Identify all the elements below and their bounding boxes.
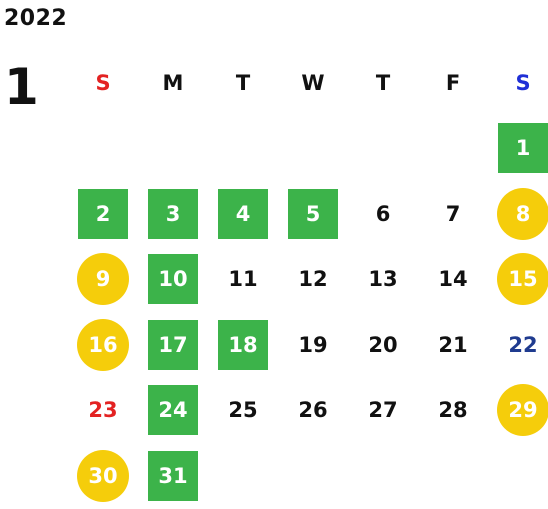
- day-number: 1: [498, 123, 548, 174]
- day-cell[interactable]: 24: [138, 378, 208, 444]
- weekday-header-mon: M: [162, 70, 184, 95]
- day-cell[interactable]: 2: [68, 181, 138, 247]
- day-number: 6: [375, 201, 391, 226]
- empty-cell: [208, 116, 278, 182]
- weekday-header-sun: S: [95, 70, 111, 95]
- day-number: 26: [298, 398, 328, 423]
- day-number: 8: [497, 187, 548, 240]
- weekday-header-sat: S: [515, 70, 531, 95]
- empty-cell: [138, 116, 208, 182]
- day-number: 14: [438, 267, 468, 292]
- day-cell[interactable]: 6: [348, 181, 418, 247]
- day-cell[interactable]: 28: [418, 378, 488, 444]
- day-number: 23: [88, 398, 118, 423]
- day-cell[interactable]: 3: [138, 181, 208, 247]
- day-number: 10: [148, 254, 198, 305]
- day-number: 11: [228, 267, 258, 292]
- day-number: 24: [148, 385, 198, 436]
- day-cell[interactable]: 14: [418, 247, 488, 313]
- day-number: 29: [497, 384, 548, 437]
- day-number: 5: [288, 188, 338, 239]
- day-cell[interactable]: 17: [138, 312, 208, 378]
- day-cell[interactable]: 13: [348, 247, 418, 313]
- empty-cell: [348, 116, 418, 182]
- weekday-header-fri: F: [445, 70, 461, 95]
- day-number: 30: [77, 449, 129, 502]
- day-cell[interactable]: 8: [488, 181, 548, 247]
- empty-cell: [68, 116, 138, 182]
- day-number: 17: [148, 319, 198, 370]
- day-number: 12: [298, 267, 328, 292]
- day-number: 3: [148, 188, 198, 239]
- year-label: 2022: [4, 6, 68, 31]
- day-cell[interactable]: 31: [138, 443, 208, 509]
- day-number: 27: [368, 398, 398, 423]
- day-cell[interactable]: 25: [208, 378, 278, 444]
- day-cell[interactable]: 18: [208, 312, 278, 378]
- day-number: 16: [77, 318, 129, 371]
- weekday-header-thu: T: [375, 70, 391, 95]
- day-number: 21: [438, 332, 468, 357]
- day-cell[interactable]: 9: [68, 247, 138, 313]
- day-cell[interactable]: 5: [278, 181, 348, 247]
- empty-cell: [418, 116, 488, 182]
- day-cell[interactable]: 30: [68, 443, 138, 509]
- day-cell[interactable]: 11: [208, 247, 278, 313]
- day-number: 9: [77, 253, 129, 306]
- day-number: 2: [78, 188, 128, 239]
- day-number: 7: [445, 201, 461, 226]
- weekday-header-tue: T: [235, 70, 251, 95]
- day-cell[interactable]: 19: [278, 312, 348, 378]
- day-cell[interactable]: 21: [418, 312, 488, 378]
- day-cell[interactable]: 23: [68, 378, 138, 444]
- day-cell[interactable]: 16: [68, 312, 138, 378]
- day-number: 22: [508, 332, 538, 357]
- day-number: 18: [218, 319, 268, 370]
- weekday-header-wed: W: [301, 70, 325, 95]
- day-number: 13: [368, 267, 398, 292]
- day-number: 25: [228, 398, 258, 423]
- day-cell[interactable]: 26: [278, 378, 348, 444]
- day-cell[interactable]: 4: [208, 181, 278, 247]
- day-cell[interactable]: 1: [488, 116, 548, 182]
- empty-cell: [278, 116, 348, 182]
- day-number: 20: [368, 332, 398, 357]
- day-number: 4: [218, 188, 268, 239]
- month-number: 1: [4, 58, 39, 116]
- day-cell[interactable]: 22: [488, 312, 548, 378]
- day-cell[interactable]: 12: [278, 247, 348, 313]
- day-cell[interactable]: 29: [488, 378, 548, 444]
- day-cell[interactable]: 15: [488, 247, 548, 313]
- day-cell[interactable]: 7: [418, 181, 488, 247]
- day-number: 15: [497, 253, 548, 306]
- day-cell[interactable]: 27: [348, 378, 418, 444]
- day-number: 31: [148, 450, 198, 501]
- day-number: 28: [438, 398, 468, 423]
- day-cell[interactable]: 20: [348, 312, 418, 378]
- day-number: 19: [298, 332, 328, 357]
- day-cell[interactable]: 10: [138, 247, 208, 313]
